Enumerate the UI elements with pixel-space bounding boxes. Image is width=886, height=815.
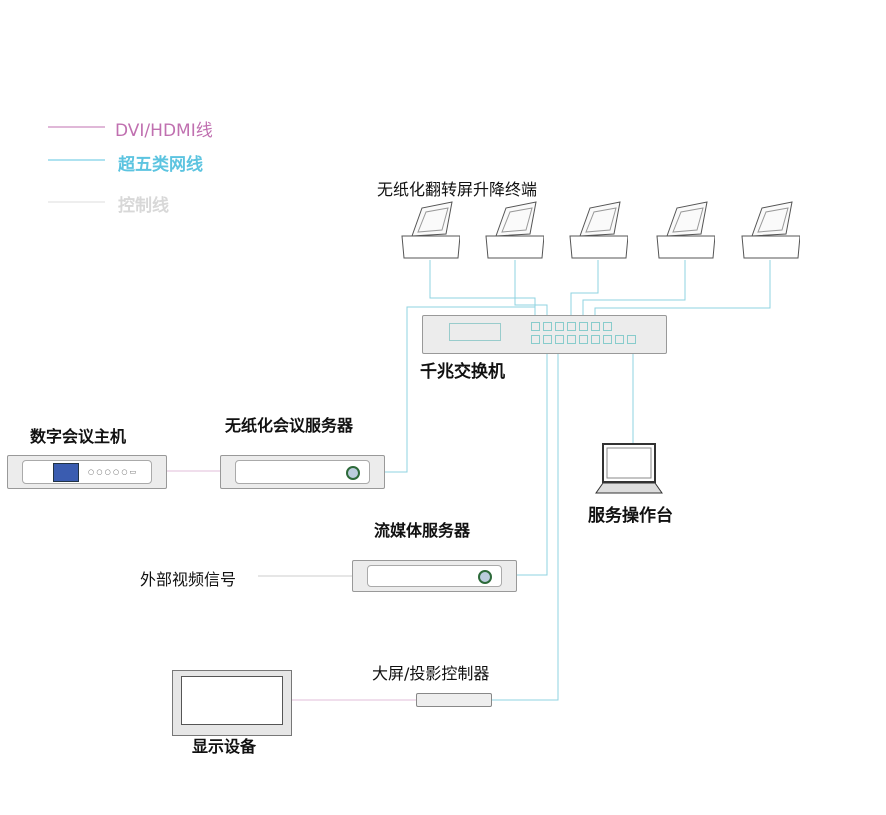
ethernet-port-icon	[591, 335, 600, 344]
console-label: 服务操作台	[588, 506, 673, 526]
conference-host: ○ ○ ○ ○ ○ ▭	[7, 455, 167, 489]
display-device	[172, 670, 292, 736]
paperless-server-label: 无纸化会议服务器	[225, 416, 354, 435]
paperless-server	[220, 455, 385, 489]
host-buttons: ○ ○ ○ ○ ○ ▭	[88, 468, 137, 476]
external-video-label: 外部视频信号	[140, 570, 237, 589]
paperless-terminal-3	[569, 201, 628, 259]
streaming-server	[352, 560, 517, 592]
wire-terminal-1	[429, 260, 536, 325]
laptop-icon	[595, 443, 663, 494]
wire-paperless-server	[383, 306, 535, 473]
ethernet-port-icon	[603, 335, 612, 344]
wire-terminal-3	[570, 260, 599, 325]
ethernet-port-icon	[531, 322, 540, 331]
paperless-terminal-4	[656, 201, 715, 259]
ethernet-port-icon	[567, 322, 576, 331]
ethernet-port-icon	[543, 322, 552, 331]
power-button-icon	[478, 570, 492, 584]
legend-network: 超五类网线	[118, 155, 203, 175]
wire-streaming-server	[515, 342, 548, 576]
paperless-terminal-1	[401, 201, 460, 259]
ethernet-port-icon	[579, 335, 588, 344]
ethernet-port-icon	[543, 335, 552, 344]
projector-controller-label: 大屏/投影控制器	[372, 664, 490, 683]
ethernet-port-icon	[627, 335, 636, 344]
paperless-terminal-2	[485, 201, 544, 259]
projector-controller	[416, 693, 492, 707]
ethernet-port-icon	[591, 322, 600, 331]
host-screen	[53, 463, 79, 482]
streaming-server-label: 流媒体服务器	[374, 521, 471, 540]
legend-control: 控制线	[118, 196, 169, 216]
gigabit-switch	[422, 315, 667, 354]
wire-projector-controller	[490, 342, 559, 701]
ethernet-port-icon	[579, 322, 588, 331]
display-label: 显示设备	[192, 737, 257, 756]
terminals-label: 无纸化翻转屏升降终端	[377, 180, 538, 199]
ethernet-port-icon	[555, 335, 564, 344]
power-button-icon	[346, 466, 360, 480]
ethernet-port-icon	[555, 322, 564, 331]
ethernet-port-icon	[603, 322, 612, 331]
ethernet-port-icon	[531, 335, 540, 344]
paperless-terminal-5	[741, 201, 800, 259]
ethernet-port-icon	[615, 335, 624, 344]
wire-terminal-4	[582, 260, 686, 325]
conference-host-label: 数字会议主机	[30, 427, 127, 446]
switch-display	[449, 323, 501, 341]
ethernet-port-icon	[567, 335, 576, 344]
display-screen	[181, 676, 283, 725]
legend-hdmi: DVI/HDMI线	[115, 121, 213, 141]
switch-label: 千兆交换机	[420, 362, 505, 382]
